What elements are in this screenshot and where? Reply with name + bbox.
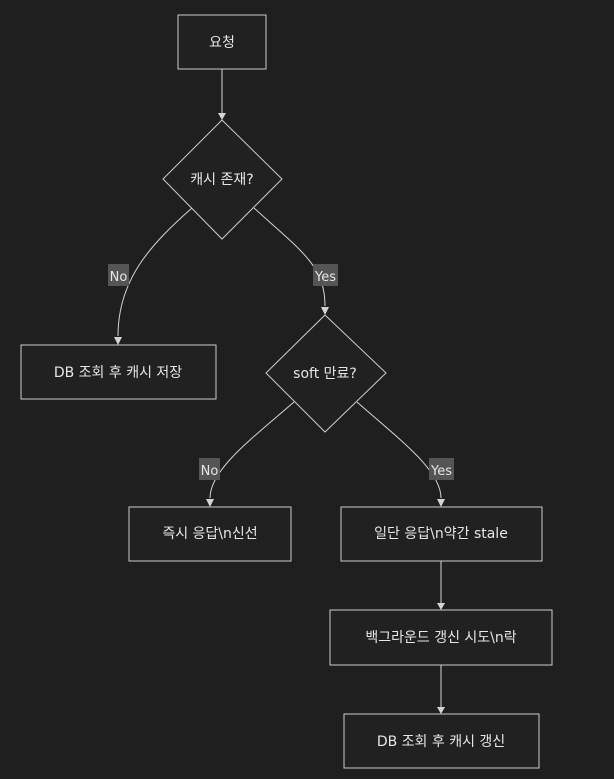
node-label: 백그라운드 갱신 시도\n락 (365, 630, 516, 646)
edge-label-soft-no: No (199, 458, 220, 480)
node-db-query-store: DB 조회 후 캐시 저장 (20, 344, 217, 400)
edge-label-text: No (201, 464, 219, 479)
node-respond-stale: 일단 응답\n약간 stale (340, 506, 543, 562)
node-label: DB 조회 후 캐시 갱신 (377, 734, 505, 750)
edge-label-text: Yes (430, 464, 452, 479)
edge-cache-yes (253, 207, 326, 307)
edge-soft-no (209, 401, 295, 499)
edge-label-cache-no: No (108, 264, 129, 286)
edge-label-cache-yes: Yes (313, 264, 338, 286)
arrowhead (437, 499, 445, 507)
arrowhead (437, 707, 445, 714)
node-label: 일단 응답\n약간 stale (374, 526, 508, 542)
nodes: 요청 캐시 존재? DB 조회 후 캐시 저장 soft 만료? 즉시 응답\n… (20, 14, 553, 769)
edge-cache-no (117, 207, 193, 337)
edge-label-text: Yes (314, 270, 336, 285)
arrowhead (218, 113, 226, 120)
node-soft-expired: soft 만료? (265, 314, 387, 433)
node-respond-fresh: 즉시 응답\n신선 (128, 506, 292, 562)
node-db-query-update: DB 조회 후 캐시 갱신 (343, 713, 540, 769)
node-request: 요청 (177, 14, 267, 70)
node-background-refresh: 백그라운드 갱신 시도\n락 (329, 609, 553, 666)
arrowhead (206, 499, 214, 507)
edge-soft-yes (356, 401, 442, 499)
arrowhead (114, 337, 122, 345)
arrowhead (321, 307, 329, 315)
node-cache-exists: 캐시 존재? (162, 119, 283, 240)
edge-label-soft-yes: Yes (429, 458, 454, 480)
node-label: 요청 (209, 35, 235, 51)
node-label: soft 만료? (293, 366, 357, 382)
arrowhead (437, 603, 445, 610)
edge-label-text: No (110, 270, 128, 285)
edge-labels: No Yes No Yes (108, 264, 454, 480)
node-label: DB 조회 후 캐시 저장 (54, 365, 182, 381)
node-label: 캐시 존재? (190, 172, 253, 188)
node-label: 즉시 응답\n신선 (162, 526, 257, 542)
edges (114, 69, 445, 714)
